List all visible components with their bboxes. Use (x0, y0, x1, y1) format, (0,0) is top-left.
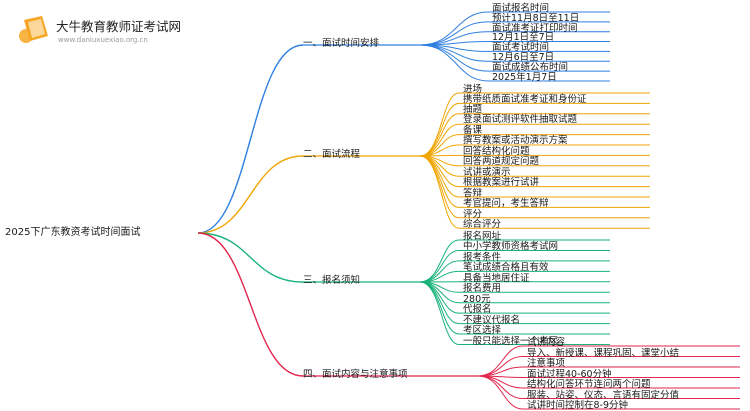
leaf-connector (420, 282, 610, 313)
leaf: 2025年1月7日 (492, 72, 557, 83)
branch-label: 三、报名须知 (303, 275, 360, 286)
branch-connector (198, 233, 303, 376)
leaf: 报名费用 (463, 283, 501, 294)
leaf-connector (420, 145, 650, 156)
branch-connector (198, 45, 303, 233)
leaf: 撰写教案或活动演示方案 (463, 135, 568, 146)
book-logo-icon (18, 14, 52, 44)
leaf-connector (420, 103, 650, 156)
leaf: 试讲时间控制在8-9分钟 (527, 400, 628, 411)
branch-connector (198, 156, 303, 233)
leaf: 代报名 (463, 304, 492, 315)
branch-label: 二、面试流程 (303, 149, 360, 160)
root-node: 2025下广东教资考试时间面试 (5, 227, 140, 238)
leaf: 中小学教师资格考试网 (463, 241, 558, 252)
leaf: 回答两道规定问题 (463, 156, 539, 167)
brand-site: www.daniuxuexiao.org.cn (58, 36, 148, 44)
branch-label: 四、面试内容与注意事项 (303, 369, 408, 380)
leaf: 登录面试测评软件抽取试题 (463, 114, 577, 125)
leaf: 考官提问，考生答辩 (463, 198, 549, 209)
branch-label: 一、面试时间安排 (303, 38, 379, 49)
leaf: 注意事项 (527, 358, 565, 369)
leaf: 笔试成绩合格且有效 (463, 262, 549, 273)
leaf: 综合评分 (463, 219, 501, 230)
branch-connector (198, 233, 303, 282)
brand-name: 大牛教育教师证考试网 (56, 16, 181, 35)
leaf: 考区选择 (463, 325, 501, 336)
leaf: 试讲内容 (527, 337, 565, 348)
leaf: 结构化问答环节连问两个问题 (527, 379, 651, 390)
leaf: 根据教案进行试讲 (463, 177, 539, 188)
